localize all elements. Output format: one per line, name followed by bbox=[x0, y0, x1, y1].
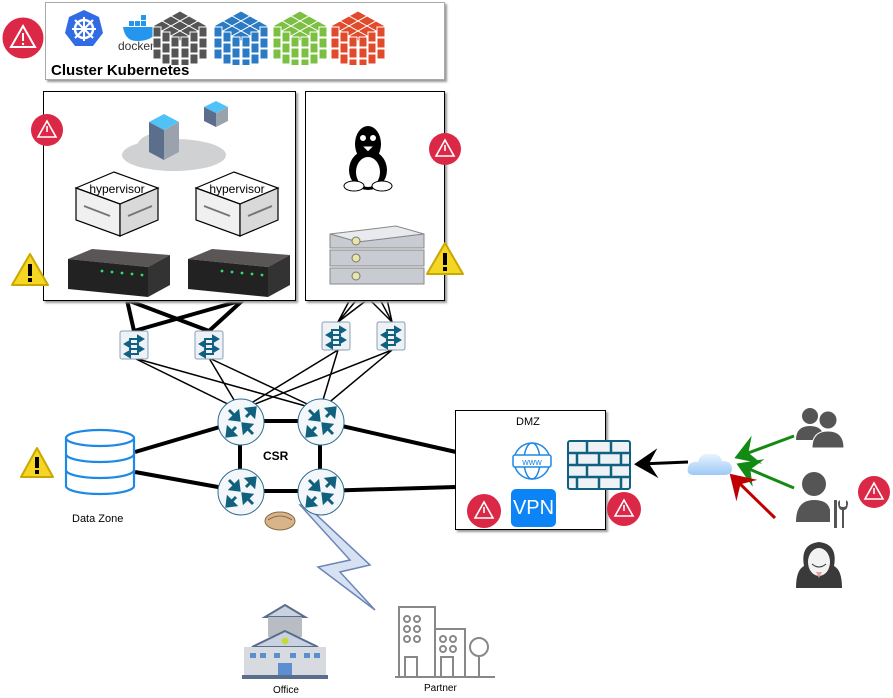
core-label: CSR bbox=[263, 449, 289, 463]
virtualization-host-panel: hypervisor hypervisor bbox=[43, 91, 296, 301]
physical-server-icon[interactable] bbox=[182, 247, 292, 299]
network-switch-icon[interactable] bbox=[321, 321, 351, 356]
core-router-icon[interactable] bbox=[217, 468, 265, 521]
warning-icon[interactable] bbox=[10, 252, 50, 288]
core-router-icon[interactable] bbox=[297, 468, 345, 521]
admin-technician-icon bbox=[796, 472, 848, 528]
virtual-machines-cloud-icon bbox=[122, 101, 228, 171]
network-switch-icon[interactable] bbox=[119, 330, 149, 365]
vpn-gateway-icon[interactable]: VPN bbox=[511, 489, 556, 527]
core-router-icon[interactable] bbox=[217, 398, 265, 451]
alert-icon[interactable] bbox=[1, 16, 45, 60]
docker-label: docker bbox=[118, 39, 155, 53]
database-icon[interactable] bbox=[63, 428, 137, 498]
users-to-cloud-arrow bbox=[734, 434, 795, 464]
firewall-icon[interactable] bbox=[567, 440, 631, 490]
alert-icon[interactable] bbox=[428, 132, 462, 166]
cluster-title: Cluster Kubernetes bbox=[51, 62, 190, 79]
cluster-kubernetes-panel: docker Cluster Kubernetes bbox=[45, 2, 445, 80]
partnership-handshake-icon bbox=[264, 511, 296, 531]
web-server-www-icon[interactable]: www bbox=[511, 441, 553, 481]
container-cube-icon bbox=[151, 10, 209, 65]
container-cube-icon bbox=[212, 10, 270, 65]
attacker-to-cloud-arrow bbox=[729, 473, 777, 520]
core-links bbox=[134, 419, 457, 493]
kubernetes-icon bbox=[65, 10, 103, 46]
attacker-hacker-icon bbox=[796, 542, 842, 588]
warning-icon[interactable] bbox=[19, 446, 55, 480]
data-zone-label: Data Zone bbox=[72, 513, 124, 525]
alert-icon[interactable] bbox=[606, 491, 642, 527]
hypervisor-label: hypervisor bbox=[89, 182, 145, 196]
server-switch-links bbox=[125, 298, 245, 333]
office-label: Office bbox=[273, 685, 299, 696]
internet-cloud-icon bbox=[687, 453, 732, 475]
hypervisor-node[interactable]: hypervisor bbox=[194, 170, 280, 240]
office-building-icon bbox=[242, 603, 328, 679]
hypervisor-label: hypervisor bbox=[209, 182, 265, 196]
dmz-title: DMZ bbox=[516, 416, 540, 428]
hypervisor-icon bbox=[194, 171, 280, 237]
container-cube-icon bbox=[329, 10, 387, 65]
alert-icon[interactable] bbox=[857, 475, 891, 509]
container-cube-icon bbox=[271, 10, 329, 65]
hypervisor-node[interactable]: hypervisor bbox=[74, 170, 160, 240]
linux-host-panel bbox=[305, 91, 445, 301]
alert-icon[interactable] bbox=[466, 493, 502, 529]
alert-icon[interactable] bbox=[30, 113, 64, 147]
docker-icon bbox=[123, 15, 162, 41]
partner-building-icon bbox=[395, 606, 495, 678]
network-switch-icon[interactable] bbox=[194, 330, 224, 365]
physical-server-icon[interactable] bbox=[62, 247, 172, 299]
cloud-to-firewall-arrow bbox=[634, 448, 689, 479]
linux-tux-icon bbox=[343, 126, 393, 192]
core-router-icon[interactable] bbox=[297, 398, 345, 451]
www-text: www bbox=[521, 457, 542, 467]
users-group-icon bbox=[796, 408, 845, 449]
hypervisor-icon bbox=[74, 171, 160, 237]
partner-label: Partner bbox=[424, 683, 457, 694]
network-switch-icon[interactable] bbox=[376, 321, 406, 356]
server-unit bbox=[329, 225, 425, 249]
rack-server-icon bbox=[329, 225, 425, 285]
warning-icon[interactable] bbox=[425, 241, 465, 277]
admin-to-cloud-arrow bbox=[736, 459, 795, 490]
